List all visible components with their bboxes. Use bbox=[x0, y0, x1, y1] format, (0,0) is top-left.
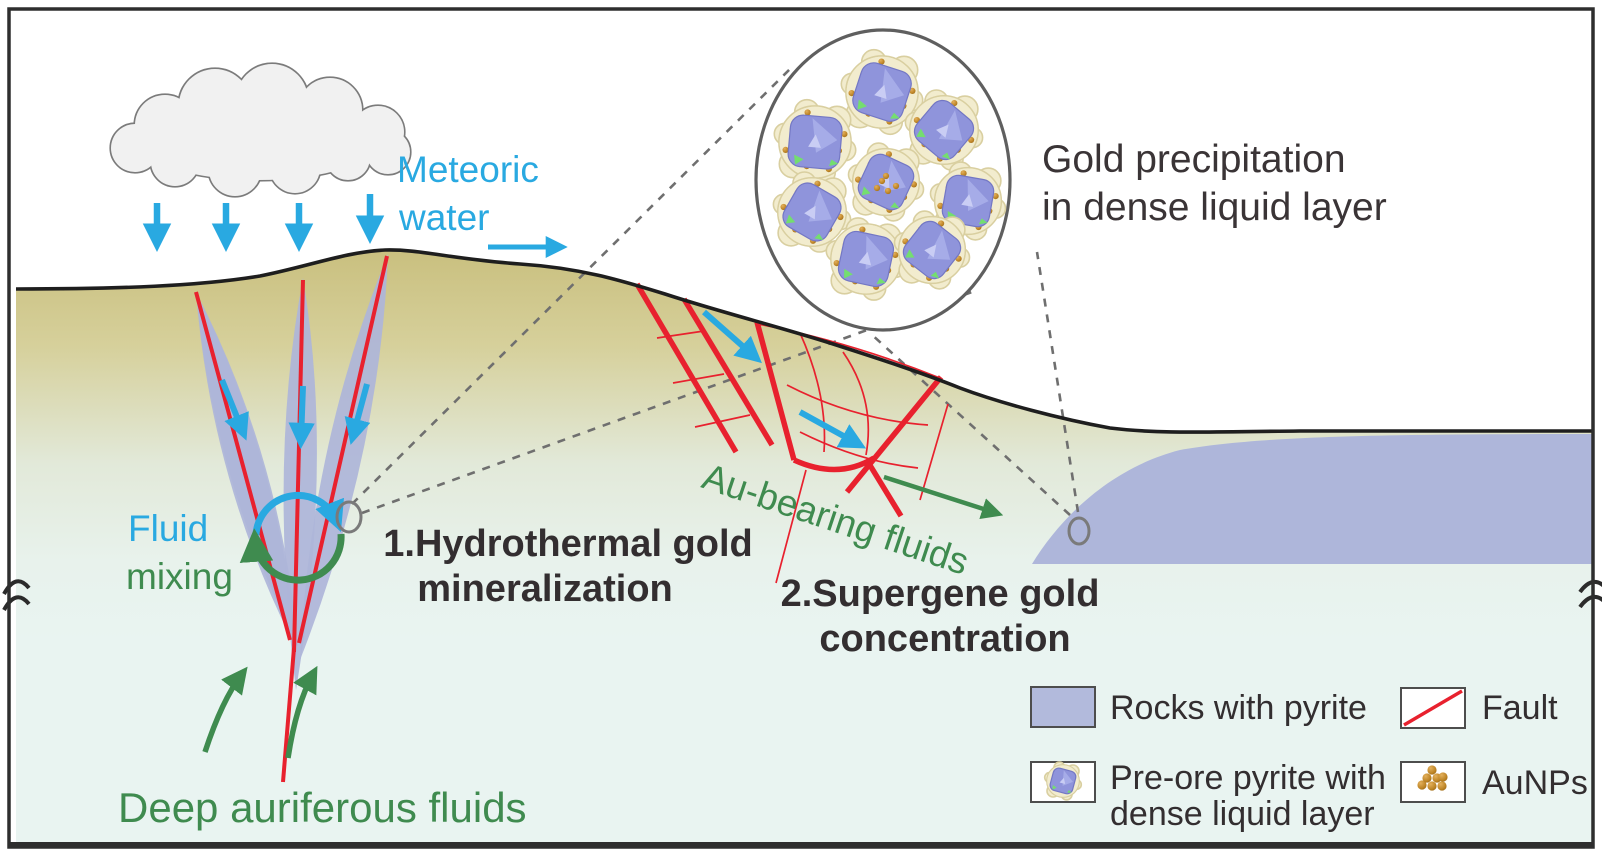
fault-line bbox=[792, 455, 876, 473]
up-arrow-icon bbox=[285, 665, 318, 759]
down-right-arrow-icon bbox=[702, 309, 762, 364]
aunp-dot-icon bbox=[1427, 781, 1437, 791]
aunp-dot-icon bbox=[1427, 765, 1437, 775]
surface-profile bbox=[15, 248, 1594, 434]
inset-caption-line1: Gold precipitation bbox=[1042, 138, 1346, 181]
fault-zone-flow-arrows bbox=[702, 309, 867, 449]
process1-label-line1: 1.Hydrothermal gold bbox=[383, 523, 753, 565]
fault-main-lines bbox=[634, 282, 944, 518]
meteoric-water-label-line1: Meteoric bbox=[397, 149, 539, 190]
pyrite-grains bbox=[772, 48, 1007, 301]
process2-label-line2: concentration bbox=[819, 618, 1070, 660]
legend-label-aunps: AuNPs bbox=[1482, 764, 1588, 802]
fluid-mixing-label-line2: mixing bbox=[126, 556, 233, 597]
legend-label-rocks: Rocks with pyrite bbox=[1110, 689, 1367, 727]
fluid-mixing-label-line1: Fluid bbox=[128, 508, 208, 549]
legend-swatch-rocks bbox=[1030, 686, 1096, 728]
pyrite-grain bbox=[772, 171, 852, 253]
aunp-dot-icon bbox=[1438, 772, 1448, 782]
au-bearing-arrow-icon bbox=[883, 474, 1004, 519]
fault-line bbox=[844, 375, 944, 494]
fault-line bbox=[754, 321, 797, 461]
fault-line bbox=[865, 460, 904, 518]
down-right-arrow-icon bbox=[798, 409, 867, 449]
aunp-dot-icon bbox=[1417, 780, 1427, 790]
inset-caption-line2: in dense liquid layer bbox=[1042, 186, 1387, 229]
down-arrow-icon bbox=[344, 383, 371, 445]
pyrite-grain bbox=[773, 98, 857, 186]
magnifier-dashed-line bbox=[361, 290, 973, 515]
legend-label-preore-line1: Pre-ore pyrite with bbox=[1110, 759, 1386, 797]
fluid-mixing-arrows bbox=[239, 491, 345, 584]
rain-arrows bbox=[142, 194, 385, 253]
down-arrow-icon bbox=[288, 385, 315, 450]
terrain-body bbox=[16, 249, 1594, 846]
fault-line bbox=[634, 282, 739, 454]
fault-line bbox=[281, 647, 296, 783]
up-arrow-icon bbox=[202, 666, 248, 753]
pyrite-grain bbox=[825, 217, 907, 301]
aunps-icon bbox=[1417, 765, 1448, 791]
legend-label-preore-line2: dense liquid layer bbox=[1110, 795, 1375, 833]
fault-line bbox=[194, 291, 292, 641]
supergene-rock-wedge bbox=[1032, 434, 1594, 564]
mixing-arc-blue-icon bbox=[252, 491, 344, 536]
zoom-source-circle-supergene bbox=[1067, 516, 1091, 546]
zoom-source-circle-hydrothermal bbox=[335, 500, 363, 534]
fault-line bbox=[681, 297, 775, 447]
supergene-fault-zone bbox=[634, 282, 949, 584]
aunp-dot-icon bbox=[1437, 781, 1447, 791]
pyrite-grain bbox=[1043, 761, 1083, 801]
legend-fault-line-icon bbox=[1403, 689, 1463, 727]
deep-fluid-arrows bbox=[202, 665, 318, 759]
process2-label-line1: 2.Supergene gold bbox=[781, 573, 1100, 615]
fault-line bbox=[292, 279, 305, 653]
pyrite-grain bbox=[847, 142, 925, 222]
preore-pyrite-icon bbox=[1043, 761, 1083, 801]
legend-label-fault: Fault bbox=[1482, 689, 1558, 727]
meteoric-water-label-line2: water bbox=[398, 197, 489, 238]
magnifier-dashed-line bbox=[1035, 251, 1080, 513]
pyrite-grain bbox=[893, 210, 971, 290]
cloud-icon bbox=[109, 62, 412, 198]
magnifier-dashed-line bbox=[351, 65, 794, 505]
deep-auriferous-fluids-label: Deep auriferous fluids bbox=[118, 784, 527, 831]
infiltration-arrows bbox=[219, 378, 371, 450]
process1-label-line2: mineralization bbox=[417, 568, 673, 610]
mixing-arc-green-icon bbox=[239, 528, 345, 584]
down-arrow-icon bbox=[219, 378, 249, 441]
pyrite-grain bbox=[904, 89, 984, 171]
pyrite-grain bbox=[840, 48, 924, 136]
legend: Rocks with pyrite Fault Pre-ore pyrite w… bbox=[1030, 686, 1588, 833]
aunp-dot-icon bbox=[1422, 773, 1432, 783]
